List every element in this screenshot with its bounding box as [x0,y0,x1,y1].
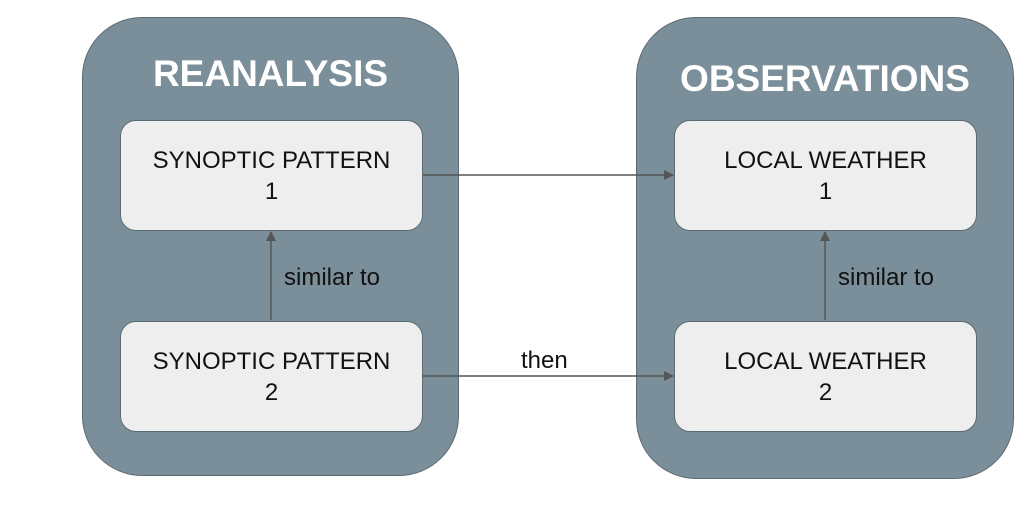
node-label-line1: SYNOPTIC PATTERN [152,146,391,174]
node-label-line2: 2 [818,378,833,406]
node-label-line2: 2 [264,378,279,406]
edge-label-similar-to-reanalysis: similar to [284,264,381,291]
observations-title: OBSERVATIONS [680,58,970,99]
node-label-line2: 1 [264,177,279,205]
node-label-line1: LOCAL WEATHER [724,347,927,375]
edge-label-then: then [521,347,568,374]
edge-label-similar-to-observations: similar to [838,264,935,291]
node-label-line1: SYNOPTIC PATTERN [152,347,391,375]
node-label-line2: 1 [818,177,833,205]
synoptic-pattern-2-node: SYNOPTIC PATTERN 2 [120,321,423,432]
reanalysis-title: REANALYSIS [152,53,389,94]
local-weather-1-node: LOCAL WEATHER 1 [674,120,977,231]
node-label-line1: LOCAL WEATHER [724,146,927,174]
synoptic-pattern-1-node: SYNOPTIC PATTERN 1 [120,120,423,231]
local-weather-2-node: LOCAL WEATHER 2 [674,321,977,432]
